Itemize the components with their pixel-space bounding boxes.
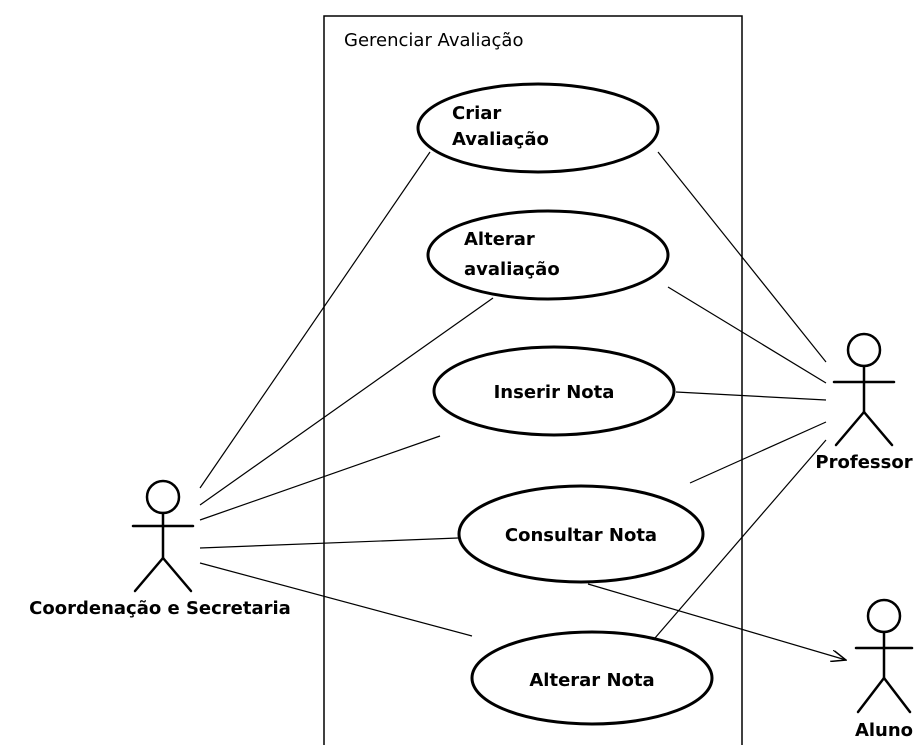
use-case-label: Consultar Nota [505,525,657,546]
use-case-label-line1: Alterar [464,229,535,250]
actor-leg-left [834,410,866,447]
assoc-prof-inserir [675,391,827,401]
system-title: Gerenciar Avaliação [344,30,523,51]
actor-label: Professor [815,452,912,473]
use-case-ellipse [457,484,705,584]
use-case-inserir-nota[interactable]: Inserir Nota [432,345,676,437]
actor-aluno[interactable]: Aluno [854,598,914,741]
use-case-label: Alterar Nota [529,670,654,691]
actor-label: Aluno [855,720,913,741]
actor-leg-left [856,676,886,714]
associations-professor [635,151,827,661]
use-case-label-line2: Avaliação [452,129,549,150]
actor-professor[interactable]: Professor [815,332,913,473]
assoc-prof-alterar-avaliacao [667,286,827,384]
use-case-alterar-avaliacao[interactable]: Alterar avaliação [426,209,670,301]
actor-leg-right [882,676,912,714]
assoc-coord-alterar-avaliacao [199,297,494,506]
use-case-ellipse [470,630,714,726]
assoc-coord-alterar-nota [199,562,473,637]
assoc-prof-consultar [689,421,827,484]
use-case-ellipse [432,345,676,437]
assoc-coord-consultar [199,537,459,549]
actor-head [145,479,181,515]
assoc-coord-criar [199,151,431,489]
actor-head [866,598,902,634]
actor-leg-right [161,556,193,593]
actor-leg-left [133,556,165,593]
use-case-ellipse [426,209,670,301]
assoc-prof-alterar-nota [635,439,827,661]
actor-leg-right [862,410,894,447]
associations-coordenacao [199,151,494,637]
use-case-consultar-nota[interactable]: Consultar Nota [457,484,705,584]
use-case-label: Inserir Nota [494,382,615,403]
actor-coordenacao-secretaria[interactable]: Coordenação e Secretaria [29,479,291,619]
use-case-label-line1: Criar [452,103,501,124]
use-case-alterar-nota[interactable]: Alterar Nota [470,630,714,726]
actor-head [846,332,882,368]
assoc-coord-inserir [199,435,441,521]
assoc-prof-criar [657,151,827,363]
assoc-consultar-aluno [587,583,846,660]
use-case-label-line2: avaliação [464,259,560,280]
actor-label: Coordenação e Secretaria [29,598,291,619]
use-case-criar-avaliacao[interactable]: Criar Avaliação [416,82,660,174]
use-case-ellipse [416,82,660,174]
